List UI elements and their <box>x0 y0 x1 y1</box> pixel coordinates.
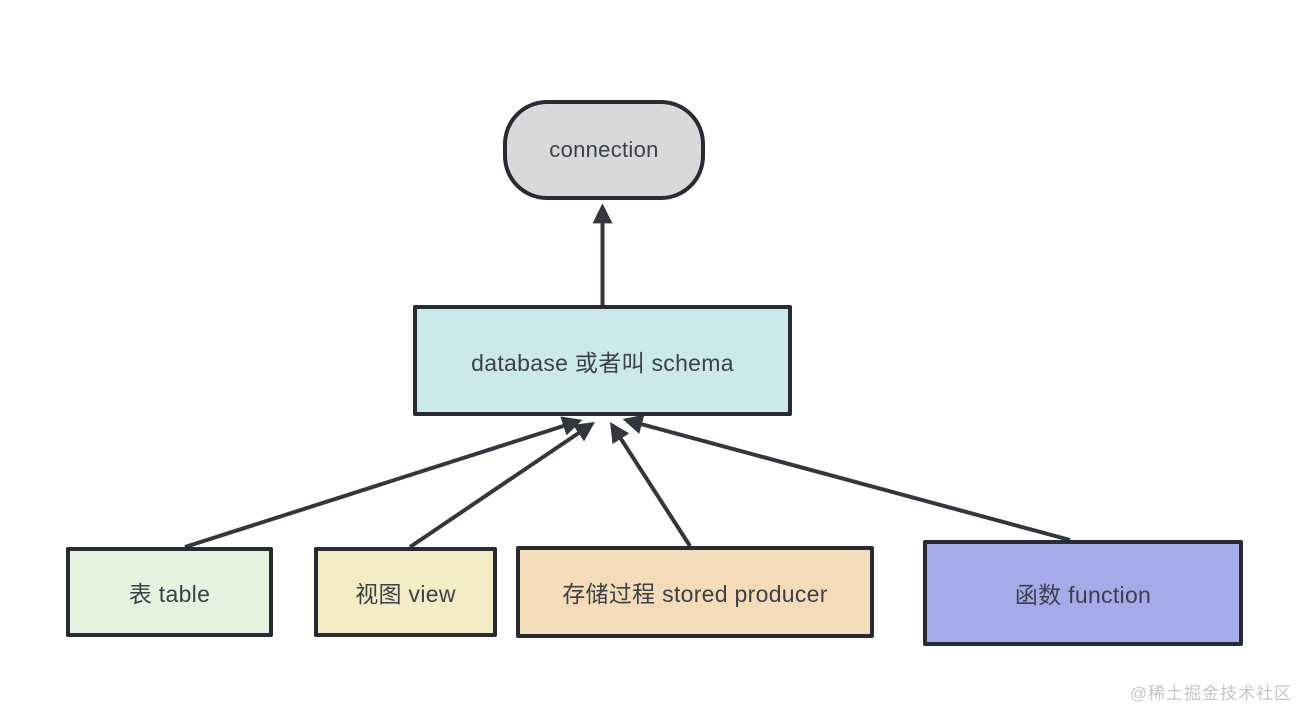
edge-producer-to-database <box>610 421 692 548</box>
node-stored-producer-label: 存储过程 stored producer <box>562 581 828 607</box>
node-connection: connection <box>503 100 705 200</box>
node-view: 视图 view <box>314 547 497 637</box>
node-table: 表 table <box>66 547 273 637</box>
node-function-label: 函数 function <box>1014 582 1152 608</box>
watermark: @稀土掘金技术社区 <box>1129 684 1292 703</box>
node-database-schema: database 或者叫 schema <box>413 305 792 416</box>
edge-function-to-database <box>622 414 1071 542</box>
node-function: 函数 function <box>923 540 1243 646</box>
node-table-label: 表 table <box>128 581 211 607</box>
node-database-schema-label: database 或者叫 schema <box>471 349 734 376</box>
node-stored-producer: 存储过程 stored producer <box>516 546 874 638</box>
edge-view-to-database <box>408 421 595 549</box>
node-connection-label: connection <box>549 137 659 162</box>
node-view-label: 视图 view <box>355 581 456 607</box>
edge-table-to-database <box>184 416 583 549</box>
